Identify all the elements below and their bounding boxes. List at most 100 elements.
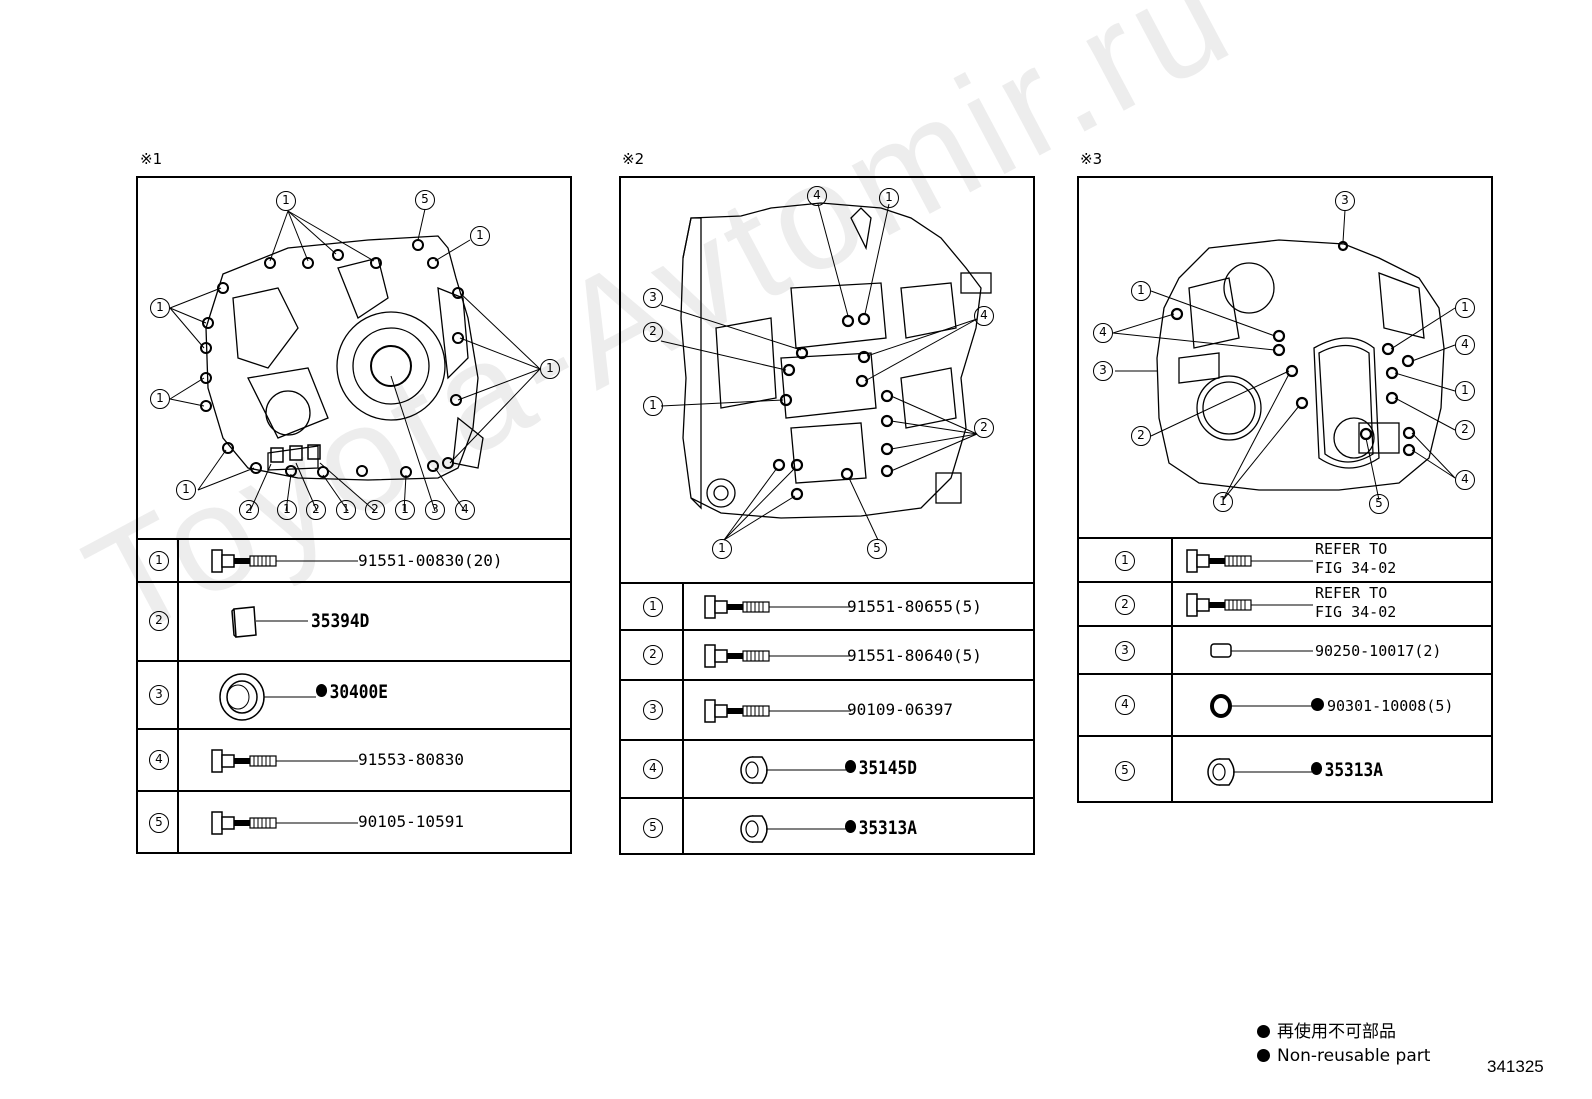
- callout-5: 5: [867, 539, 887, 559]
- parts-row: 1 91551-00830(20): [138, 538, 570, 581]
- plug-block-icon: [231, 606, 308, 638]
- non-reusable-dot: [1311, 762, 1323, 775]
- flange-bolt-icon: [704, 595, 851, 619]
- panel-1-label: ※1: [140, 150, 163, 168]
- panel-1: 1 5 1 1 1 1 1 2 1 2 1 2 1 3 4 1 91551-00…: [136, 176, 572, 854]
- callout-1: 1: [643, 396, 663, 416]
- flange-bolt-icon: [211, 811, 358, 835]
- part-number: REFER TO FIG 34-02: [1315, 540, 1397, 577]
- callout-2: 2: [1455, 420, 1475, 440]
- parts-row: 2 91551-80640(5): [621, 629, 1033, 679]
- part-number: 35394D: [311, 610, 370, 632]
- non-reusable-dot: [316, 684, 328, 697]
- flange-bolt-icon: [211, 549, 358, 573]
- ref-number: 3: [643, 700, 663, 720]
- callout-4: 4: [1455, 470, 1475, 490]
- panel-3: 3 1 4 3 2 1 1 4 1 2 4 5 1 REFER TO FIG 3…: [1077, 176, 1493, 803]
- non-reusable-dot: [1257, 1024, 1270, 1038]
- part-number: 90250-10017(2): [1315, 642, 1442, 660]
- callout-1: 1: [1213, 492, 1233, 512]
- callout-1: 1: [1455, 381, 1475, 401]
- callout-4: 4: [1455, 335, 1475, 355]
- ref-number: 4: [149, 750, 169, 770]
- non-reusable-dot: [1257, 1048, 1270, 1062]
- callout-1: 1: [1131, 281, 1151, 301]
- ref-number: 1: [643, 597, 663, 617]
- callout-4: 4: [1093, 323, 1113, 343]
- callout-1: 1: [336, 500, 356, 520]
- ref-number: 1: [1115, 551, 1135, 571]
- ref-number: 4: [643, 759, 663, 779]
- panel-1-housing-drawing: [169, 208, 541, 512]
- panel-3-label: ※3: [1080, 150, 1103, 168]
- panel-3-parts-table: 1 REFER TO FIG 34-02 2 REFER TO FIG: [1079, 537, 1491, 801]
- part-number: 91551-00830(20): [358, 551, 503, 570]
- callout-1: 1: [712, 539, 732, 559]
- callout-1: 1: [395, 500, 415, 520]
- ref-number: 2: [1115, 595, 1135, 615]
- callout-3: 3: [1093, 361, 1113, 381]
- callout-4: 4: [974, 306, 994, 326]
- flange-bolt-icon: [704, 644, 851, 668]
- callout-3: 3: [643, 288, 663, 308]
- panel-2-label: ※2: [622, 150, 645, 168]
- parts-row: 2 35394D: [138, 581, 570, 660]
- part-number: 91551-80655(5): [847, 597, 982, 616]
- parts-row: 1 91551-80655(5): [621, 582, 1033, 629]
- callout-3: 3: [425, 500, 445, 520]
- part-number: 35313A: [1311, 760, 1383, 780]
- parts-row: 3 90109-06397: [621, 679, 1033, 739]
- part-number: 35145D: [845, 758, 917, 778]
- part-number: 90301-10008(5): [1311, 696, 1453, 716]
- callout-3: 3: [1335, 191, 1355, 211]
- panel-1-parts-table: 1 91551-00830(20) 2 35394D 3: [138, 538, 570, 852]
- callout-2: 2: [239, 500, 259, 520]
- ref-number: 1: [149, 551, 169, 571]
- part-number: 91551-80640(5): [847, 646, 982, 665]
- parts-row: 4 35145D: [621, 739, 1033, 797]
- part-number: 35313A: [845, 818, 917, 838]
- non-reusable-dot: [845, 760, 857, 773]
- panel-3-case-drawing: [1112, 209, 1456, 501]
- part-number: 90105-10591: [358, 812, 464, 831]
- panel-2-transaxle-drawing: [660, 202, 992, 541]
- parts-row: 3 90250-10017(2): [1079, 625, 1491, 673]
- ref-number: 5: [643, 818, 663, 838]
- flange-bolt-icon: [1186, 593, 1313, 617]
- parts-row: 4 90301-10008(5): [1079, 673, 1491, 735]
- parts-row: 2 REFER TO FIG 34-02: [1079, 581, 1491, 625]
- ref-number: 5: [149, 813, 169, 833]
- panel-2-parts-table: 1 91551-80655(5) 2 91551-80640(5): [621, 582, 1033, 853]
- ref-number: 4: [1115, 695, 1135, 715]
- part-number: REFER TO FIG 34-02: [1315, 584, 1397, 621]
- flange-bolt-icon: [704, 699, 851, 723]
- part-number: 90109-06397: [847, 700, 953, 719]
- parts-row: 1 REFER TO FIG 34-02: [1079, 537, 1491, 581]
- ref-number: 3: [149, 685, 169, 705]
- parts-row: 4 91553-80830: [138, 728, 570, 790]
- callout-5: 5: [415, 190, 435, 210]
- legend-japanese: 再使用不可部品: [1257, 1020, 1430, 1044]
- callout-1: 1: [879, 188, 899, 208]
- callout-1: 1: [150, 298, 170, 318]
- callout-2: 2: [643, 322, 663, 342]
- part-number: 30400E: [316, 682, 388, 702]
- parts-row: 3 30400E: [138, 660, 570, 728]
- sleeve-ring-icon: [740, 815, 846, 843]
- parts-row: 5 35313A: [621, 797, 1033, 857]
- parts-row: 5 35313A: [1079, 735, 1491, 803]
- parts-row: 5 90105-10591: [138, 790, 570, 854]
- sleeve-ring-icon: [740, 756, 846, 784]
- ref-number: 2: [643, 645, 663, 665]
- dowel-pin-icon: [1210, 643, 1313, 658]
- callout-1: 1: [470, 226, 490, 246]
- callout-1: 1: [540, 359, 560, 379]
- part-number: 91553-80830: [358, 750, 464, 769]
- flange-bolt-icon: [211, 749, 358, 773]
- legend: 再使用不可部品 Non-reusable part: [1257, 1020, 1430, 1068]
- callout-2: 2: [306, 500, 326, 520]
- non-reusable-dot: [1311, 698, 1324, 711]
- callout-2: 2: [974, 418, 994, 438]
- callout-2: 2: [1131, 426, 1151, 446]
- callout-1: 1: [277, 500, 297, 520]
